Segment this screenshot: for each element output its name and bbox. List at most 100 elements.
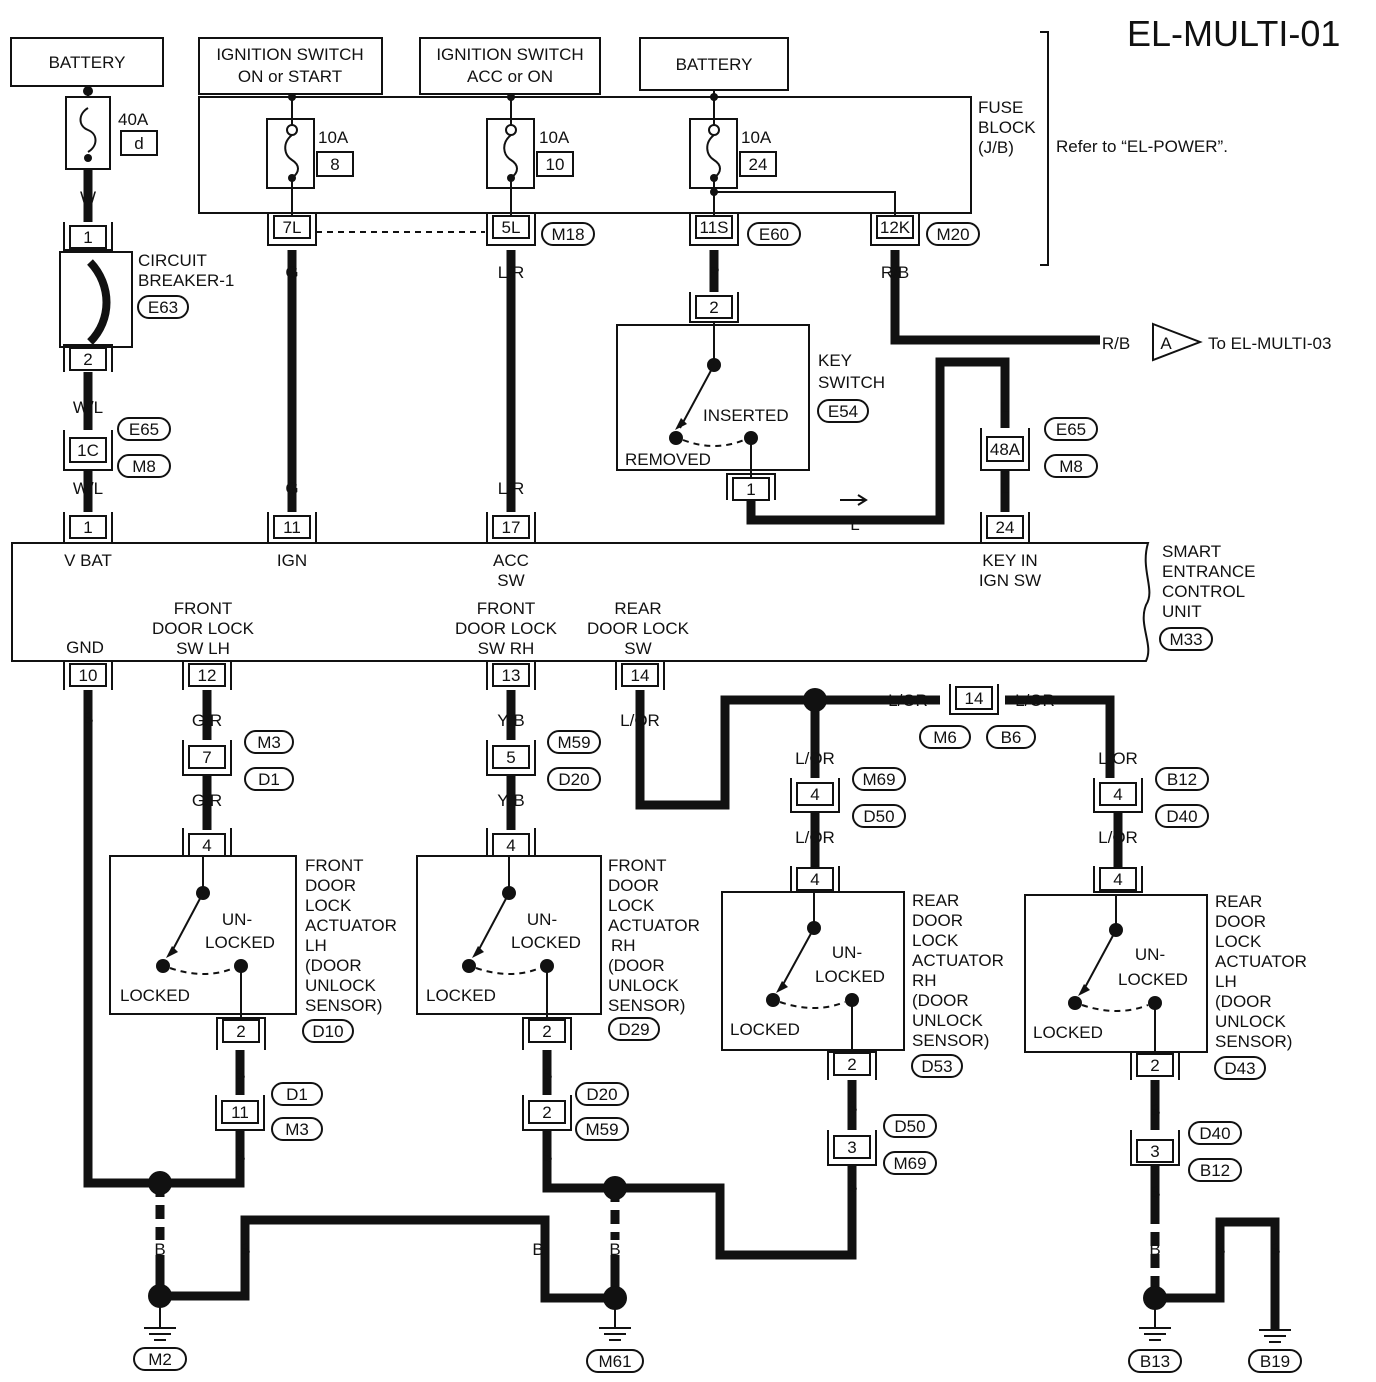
svg-text:4: 4: [202, 836, 211, 855]
svg-text:ACTUATOR: ACTUATOR: [305, 916, 397, 935]
svg-text:RH: RH: [912, 971, 937, 990]
svg-text:D40: D40: [1166, 807, 1197, 826]
svg-text:(DOOR: (DOOR: [912, 991, 969, 1010]
wire-labels-top: W W/L W/L G G L/R L/R P R/B R/B L L L: [73, 188, 1130, 534]
svg-text:To EL-MULTI-03: To EL-MULTI-03: [1208, 334, 1331, 353]
fuse-block-pin-7l: 7L: [267, 213, 317, 246]
ignition-switch-acc-on-box: IGNITION SWITCH ACC or ON: [419, 37, 601, 95]
svg-text:UNIT: UNIT: [1162, 602, 1202, 621]
secu-pin-front-door-rh: FRONT DOOR LOCK SW RH 13: [455, 599, 558, 690]
fuse-block: [198, 96, 972, 214]
svg-text:4: 4: [506, 836, 515, 855]
refer-note: Refer to “EL-POWER”.: [1056, 137, 1228, 156]
svg-text:ACC: ACC: [493, 551, 529, 570]
svg-text:KEY IN: KEY IN: [982, 551, 1037, 570]
svg-text:W/L: W/L: [73, 479, 103, 498]
svg-text:10A: 10A: [741, 128, 772, 147]
svg-text:FRONT: FRONT: [174, 599, 233, 618]
svg-text:B: B: [234, 1065, 245, 1084]
svg-text:E65: E65: [1056, 420, 1086, 439]
svg-text:LOCK: LOCK: [1215, 932, 1262, 951]
svg-text:LOCKED: LOCKED: [730, 1020, 800, 1039]
svg-text:B: B: [1149, 1240, 1160, 1259]
svg-text:L: L: [850, 515, 859, 534]
svg-text:B: B: [532, 1240, 543, 1259]
svg-text:FRONT: FRONT: [477, 599, 536, 618]
svg-text:B13: B13: [1140, 1352, 1170, 1371]
svg-text:REAR: REAR: [614, 599, 661, 618]
battery-right-box: BATTERY: [639, 37, 789, 91]
svg-text:B: B: [154, 1240, 165, 1259]
svg-text:IGN: IGN: [277, 551, 307, 570]
fuse-block-label: FUSE BLOCK (J/B): [978, 98, 1036, 157]
svg-text:L/OR: L/OR: [795, 749, 835, 768]
svg-text:D43: D43: [1224, 1059, 1255, 1078]
svg-text:1: 1: [83, 518, 92, 537]
svg-text:BATTERY: BATTERY: [676, 55, 753, 74]
secu-pin-gnd: GND 10: [63, 638, 113, 690]
svg-text:(DOOR: (DOOR: [305, 956, 362, 975]
svg-text:L/R: L/R: [498, 479, 524, 498]
svg-text:FUSE: FUSE: [978, 98, 1023, 117]
svg-text:11: 11: [231, 1103, 249, 1122]
ignition-switch-on-start-box: IGNITION SWITCH ON or START: [198, 37, 383, 95]
svg-text:M3: M3: [257, 733, 281, 752]
smart-entrance-control-unit: SMART ENTRANCE CONTROL UNIT M33: [11, 542, 1256, 662]
tag-m18: M18: [541, 222, 595, 246]
svg-text:B12: B12: [1167, 770, 1197, 789]
offpage-connector-a: A To EL-MULTI-03: [1152, 322, 1331, 362]
svg-text:D50: D50: [863, 807, 894, 826]
svg-text:CONTROL: CONTROL: [1162, 582, 1245, 601]
svg-text:E63: E63: [148, 298, 178, 317]
wire-labels-ground: B B B B B B B B B B B B B B B: [154, 1065, 1280, 1259]
svg-text:LH: LH: [1215, 972, 1237, 991]
rear-door-lock-actuator-lh: 4 UN- LOCKED LOCKED 2 REAR DOOR LOCK ACT…: [1024, 866, 1307, 1080]
joint-connector-48a: 48A E65 M8: [980, 417, 1098, 478]
svg-text:M3: M3: [285, 1120, 309, 1139]
ground-m61: M61: [586, 1298, 644, 1373]
svg-text:B: B: [846, 1098, 857, 1117]
secu-pin-acc-sw: 17 ACC SW: [486, 512, 536, 590]
svg-text:7L: 7L: [283, 218, 302, 237]
svg-text:2: 2: [1150, 1056, 1159, 1075]
svg-text:L/R: L/R: [498, 263, 524, 282]
svg-text:UNLOCK: UNLOCK: [1215, 1012, 1287, 1031]
svg-text:B12: B12: [1200, 1161, 1230, 1180]
svg-text:LOCKED: LOCKED: [1033, 1023, 1103, 1042]
secu-pin-front-door-lh: FRONT DOOR LOCK SW LH 12: [152, 599, 255, 690]
svg-text:D53: D53: [921, 1057, 952, 1076]
key-switch: 2 INSERTED REMOVED 1 KEY SWITCH E54: [616, 292, 885, 501]
secu-pin-rear-door: REAR DOOR LOCK SW 14: [587, 599, 690, 690]
svg-text:7: 7: [202, 748, 211, 767]
svg-text:B: B: [1149, 1101, 1160, 1120]
svg-text:SENSOR): SENSOR): [1215, 1032, 1292, 1051]
svg-text:Y/B: Y/B: [497, 711, 524, 730]
svg-text:D50: D50: [894, 1117, 925, 1136]
svg-text:B: B: [1214, 1240, 1225, 1259]
svg-text:R/B: R/B: [881, 263, 909, 282]
svg-text:W: W: [80, 188, 96, 207]
svg-text:17: 17: [502, 518, 521, 537]
svg-text:ACTUATOR: ACTUATOR: [912, 951, 1004, 970]
svg-text:B: B: [541, 1065, 552, 1084]
svg-text:UN-: UN-: [527, 910, 557, 929]
svg-text:Y/B: Y/B: [497, 791, 524, 810]
ground-b13: B13: [1128, 1298, 1182, 1373]
svg-text:DOOR LOCK: DOOR LOCK: [587, 619, 690, 638]
svg-text:14: 14: [631, 666, 650, 685]
svg-text:SENSOR): SENSOR): [305, 996, 382, 1015]
svg-text:GND: GND: [66, 638, 104, 657]
joint-connector-3-d50: 3 D50 M69: [827, 1114, 937, 1175]
svg-text:IGN SW: IGN SW: [979, 571, 1041, 590]
svg-text:G: G: [285, 479, 298, 498]
fuse-block-pin-5l: 5L: [486, 213, 536, 246]
svg-text:REMOVED: REMOVED: [625, 450, 711, 469]
svg-text:M69: M69: [862, 770, 895, 789]
svg-text:V BAT: V BAT: [64, 551, 112, 570]
svg-text:FRONT: FRONT: [608, 856, 667, 875]
fuse-block-pin-12k: 12K: [870, 213, 920, 246]
svg-text:IGNITION SWITCH: IGNITION SWITCH: [216, 45, 363, 64]
svg-text:40A: 40A: [118, 110, 149, 129]
svg-text:R/B: R/B: [1102, 334, 1130, 353]
